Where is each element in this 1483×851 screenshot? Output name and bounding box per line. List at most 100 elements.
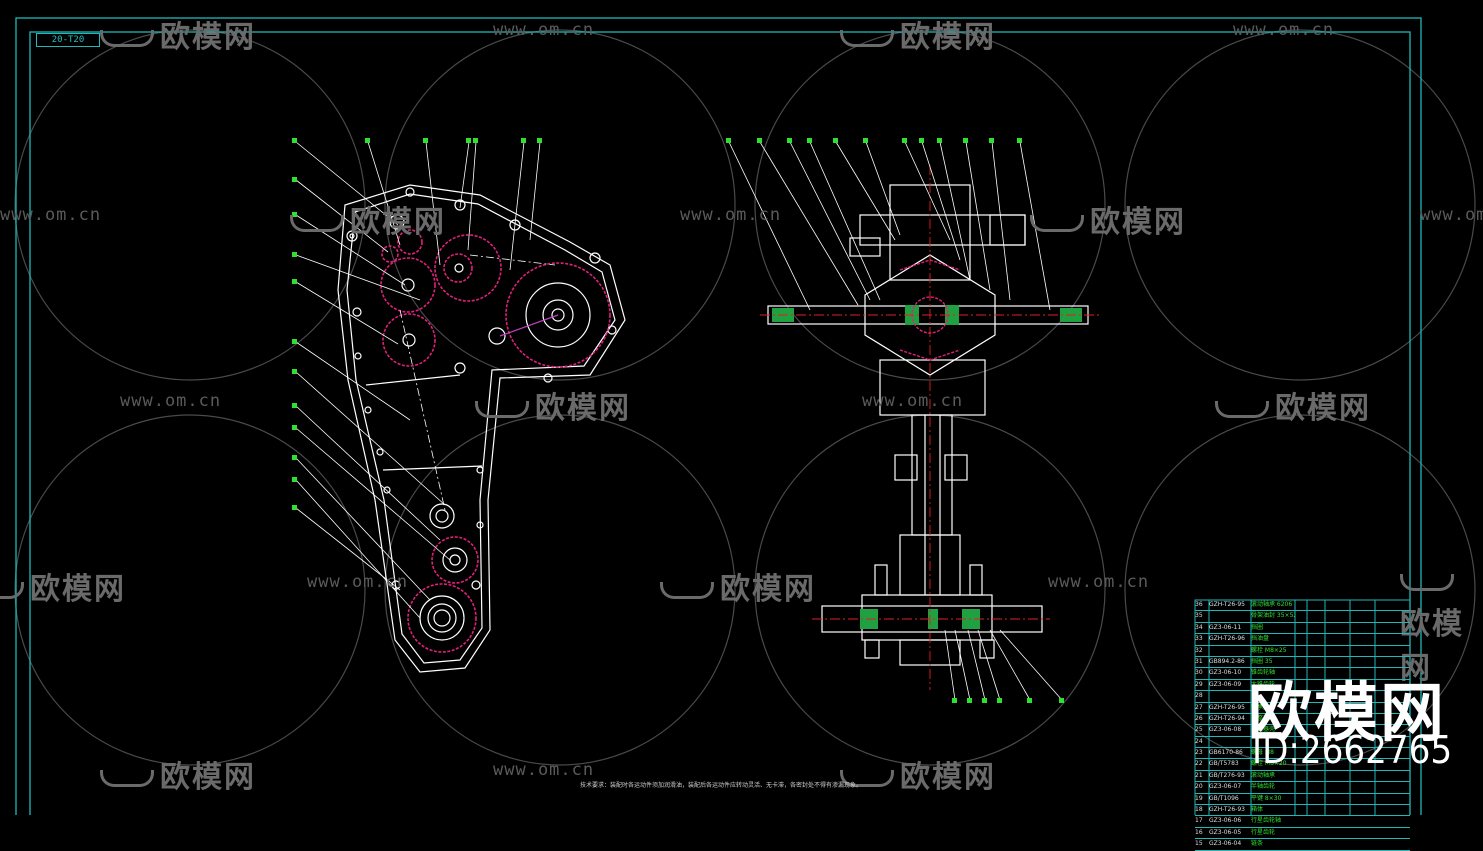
bom-cell-code [1209,691,1251,701]
bom-cell-no: 33 [1195,635,1203,643]
bom-cell-no: 19 [1195,794,1203,802]
bom-cell-code: GZ3-06-08 [1209,726,1242,734]
bom-cell-no: 17 [1195,817,1203,825]
watermark-logo: 欧模网 [100,752,256,796]
bom-cell-name: 滚动轴承 6206 [1251,601,1293,608]
watermark-logo: 欧模网 [290,197,446,241]
bom-cell-code: GB/T1096 [1209,794,1239,802]
bom-row: 28 [1195,691,1410,703]
bom-cell-no: 15 [1195,840,1203,848]
bom-cell-code: GZ3-06-04 [1209,840,1242,848]
bom-cell-empty [1295,600,1410,610]
leader-lines-right [728,141,1063,701]
bom-cell-name: 轴承盖 [1251,703,1270,711]
bom-cell-empty [1295,794,1410,804]
bom-cell-name: 锥齿轮轴 [1251,669,1276,677]
bom-cell-empty [1295,805,1410,815]
bom-cell-code [1209,646,1251,656]
watermark-url: www.om.cn [120,391,222,411]
bom-cell-no: 20 [1195,783,1203,791]
bom-cell-name: 差速器壳 [1251,726,1276,734]
bom-cell-name: 半轴齿轮 [1251,783,1276,791]
bom-cell-code [1209,737,1251,747]
bom-cell-no: 21 [1195,771,1203,779]
leader-lines-left [295,141,541,619]
bom-cell-empty [1295,646,1410,656]
bom-cell-no: 29 [1195,680,1203,688]
sheet-code-label: 20-T20 [36,33,100,47]
bom-cell-name: 平键 8×30 [1251,794,1282,802]
bom-cell-name: 骨架油封 35×52 [1251,612,1295,620]
bom-cell-empty [1295,839,1410,849]
bom-row: 20 GZ3-06-07 半轴齿轮 [1195,782,1410,794]
watermark-url: www.om.cn [1233,20,1335,40]
bom-cell-code: GZ3-06-09 [1209,680,1242,688]
watermark-url: www.om.cn [493,760,595,780]
chain-case-gears [380,229,611,653]
bom-cell-no: 25 [1195,726,1203,734]
bom-cell-empty [1295,771,1410,781]
bom-cell-name: 调整垫片 [1251,714,1276,722]
bom-cell-name: 挡圈 [1251,623,1264,631]
bom-cell-no: 27 [1195,703,1203,711]
watermark-logo: 欧模网 [660,564,816,608]
bom-cell-code: GZ3-06-05 [1209,828,1242,836]
sheet-frame [15,17,1422,815]
bom-cell-name: 滚动轴承 [1251,771,1276,779]
axle-section-view [767,184,1089,666]
bom-cell-no: 18 [1195,806,1203,814]
watermark-url: www.om.cn [0,205,102,225]
watermark-logo: 欧模网 [1400,564,1483,687]
watermark-logo: 欧模网 [840,752,996,796]
bom-cell-empty [1295,816,1410,826]
chain-centerlines [399,254,556,511]
watermark-logo: 欧模网 [1215,383,1371,427]
case-outline-inner [346,193,616,664]
bom-cell-code: GZH-T26-96 [1209,635,1245,643]
bom-row: 35 骨架油封 35×52 [1195,611,1410,623]
bom-cell-name: 箱体 [1251,806,1264,814]
bom-cell-code [1209,611,1251,621]
watermark-url: www.om.cn [307,572,409,592]
bom-cell-code: GZH-T26-93 [1209,806,1245,814]
bom-cell-code: GZ3-06-07 [1209,783,1242,791]
bom-cell-name: 螺母 M8 [1251,749,1274,757]
bom-cell-no: 22 [1195,760,1203,768]
bom-cell-code: GZH-T26-94 [1209,714,1245,722]
bom-row: 30 GZ3-06-10 锥齿轮轴 [1195,668,1410,680]
bom-cell-no: 32 [1195,646,1203,654]
bom-cell-no: 35 [1195,612,1203,620]
axle-centerlines [760,165,1100,690]
watermark-id: ID:2662765 [1252,728,1453,772]
bom-cell-empty [1295,634,1410,644]
bom-cell-code: GZ3-06-06 [1209,817,1242,825]
cad-drawing-canvas [14,17,1476,815]
bom-cell-no: 30 [1195,669,1203,677]
bom-cell-name: 行星齿轮轴 [1251,817,1282,825]
watermark-logo: 欧模网 [475,383,631,427]
bom-cell-no: 23 [1195,749,1203,757]
bom-row: 25 GZ3-06-08 差速器壳 [1195,725,1410,737]
watermark-logo: 欧模网 [1030,197,1186,241]
bom-row: 17 GZ3-06-06 行星齿轮轴 [1195,816,1410,828]
bom-cell-no: 24 [1195,737,1203,745]
bom-cell-name: 大锥齿轮 [1251,680,1276,688]
watermark-big-logo: 欧模网 [1248,677,1446,751]
bom-cell-empty [1295,611,1410,621]
bom-cell-no: 36 [1195,601,1203,608]
bom-row: 24 [1195,737,1410,749]
bom-cell-code: GZ3-06-10 [1209,669,1242,677]
bom-cell-empty [1295,782,1410,792]
leader-tags-right [726,138,1064,703]
bom-row: 19 GB/T1096 平键 8×30 [1195,794,1410,806]
bom-cell-no: 16 [1195,828,1203,836]
